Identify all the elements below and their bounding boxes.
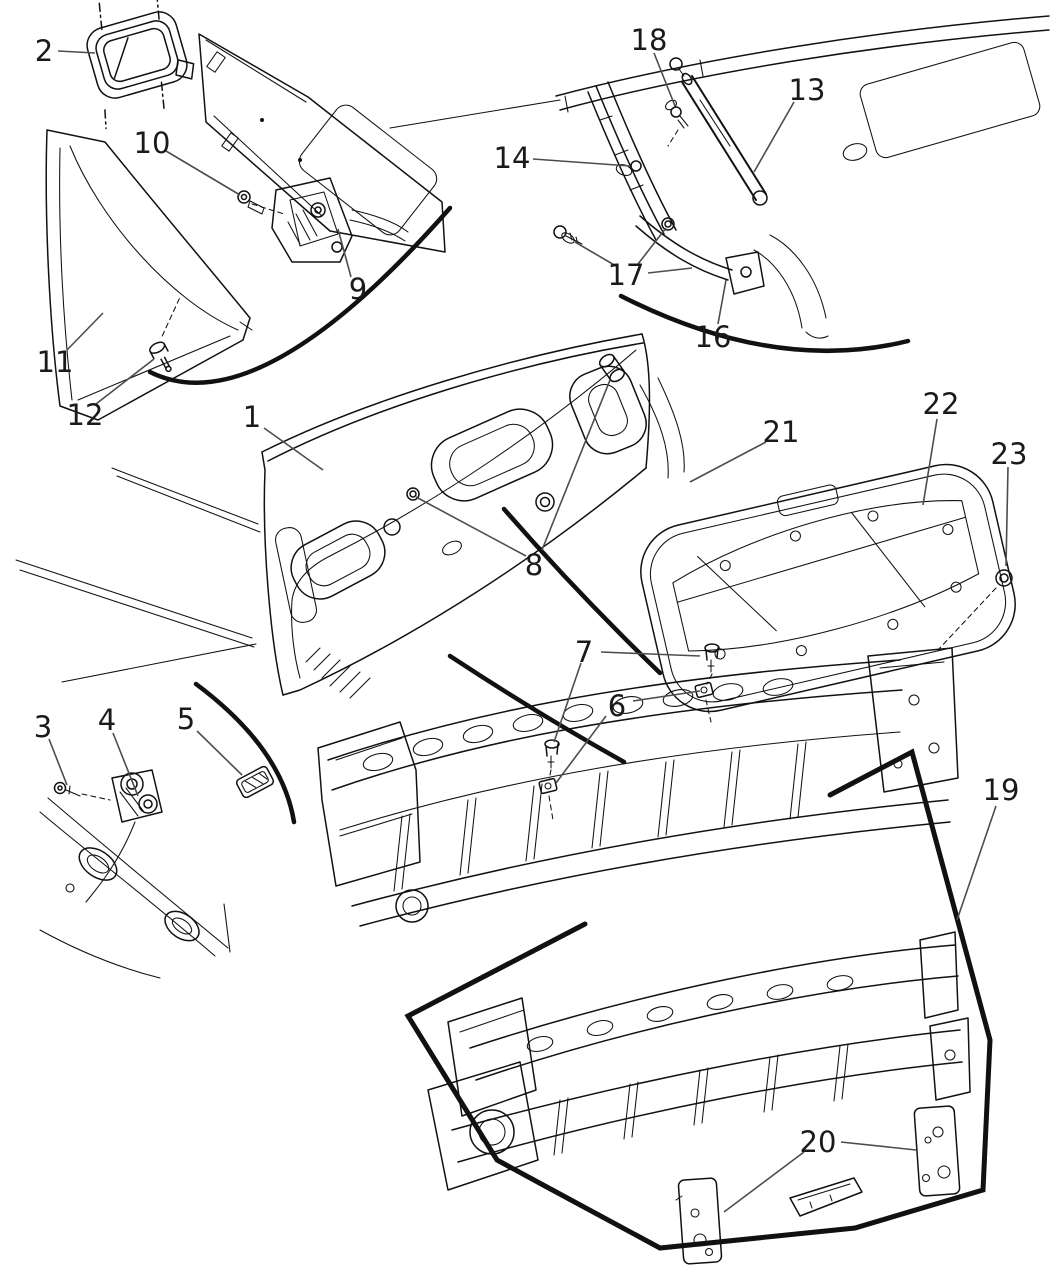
callout-leader-7 — [553, 662, 582, 743]
callout-leader-6 — [632, 690, 701, 702]
latch-bolt — [237, 190, 285, 215]
package-shelf-and-latch — [198, 33, 561, 263]
callout-21: 21 — [763, 415, 800, 449]
push-pin-12 — [149, 296, 181, 373]
latch-striker-4 — [85, 769, 163, 903]
callout-leader-1 — [263, 427, 324, 471]
rib-tabs-lower — [553, 1043, 849, 1156]
callout-6: 6 — [608, 689, 626, 723]
callout-2: 2 — [35, 34, 53, 68]
callout-7: 7 — [575, 635, 593, 669]
deck-lid-panel — [15, 333, 651, 699]
callout-leader-6 — [555, 715, 607, 784]
slot-row-lower — [526, 975, 854, 1053]
loose-plug-8 — [598, 353, 626, 383]
detail-arcs — [147, 205, 911, 825]
bezel-outer-ring — [86, 11, 188, 99]
stud-18 — [665, 99, 689, 147]
lower-panel-assembly — [404, 748, 993, 1265]
callout-leader-17 — [637, 227, 667, 265]
callout-9: 9 — [349, 272, 367, 306]
plug-hole-8 — [406, 487, 420, 501]
callout-leader-22 — [922, 418, 938, 506]
callout-23: 23 — [991, 437, 1028, 471]
callout-19: 19 — [983, 773, 1020, 807]
clip-6a — [694, 673, 714, 723]
callout-leader-9 — [337, 228, 352, 278]
push-pin-7a — [704, 643, 720, 673]
striker-screw-3 — [53, 781, 111, 801]
callout-4: 4 — [98, 703, 116, 737]
striker-cluster — [39, 765, 275, 979]
callout-leader-14 — [532, 158, 631, 167]
callout-20: 20 — [800, 1125, 837, 1159]
callout-leader-5 — [196, 730, 243, 776]
callout-1: 1 — [243, 400, 261, 434]
callout-22: 22 — [923, 387, 960, 421]
callout-leader-20 — [840, 1141, 917, 1151]
callout-leader-19 — [956, 805, 997, 921]
callout-leader-21 — [689, 441, 767, 483]
license-bezel-grommet — [86, 0, 195, 130]
callout-14: 14 — [494, 141, 531, 175]
callout-17: 17 — [608, 258, 645, 292]
callout-13: 13 — [789, 73, 826, 107]
deck-lid-latch — [271, 177, 409, 263]
callout-leader-16 — [717, 279, 727, 325]
callout-leader-8 — [415, 496, 527, 557]
trim-plug-23 — [937, 569, 1013, 651]
rib-tabs — [393, 741, 807, 892]
callout-leader-4 — [112, 732, 139, 797]
callout-3: 3 — [34, 710, 52, 744]
gas-prop-strut — [669, 57, 768, 206]
callout-5: 5 — [177, 702, 195, 736]
callout-leader-18 — [653, 52, 676, 107]
callout-10: 10 — [134, 126, 171, 160]
service-boundary-19 — [404, 748, 993, 1251]
callout-leader-20 — [723, 1151, 805, 1213]
callout-leader-3 — [48, 738, 68, 786]
wedge-5 — [235, 765, 275, 799]
callout-leader-17 — [574, 241, 617, 267]
callout-18: 18 — [631, 23, 668, 57]
hinge-and-strut-cluster — [553, 15, 1050, 339]
callout-leader-12 — [95, 358, 155, 405]
deck-lid-hinge — [587, 81, 765, 295]
trunk-trim-panel — [639, 377, 1016, 713]
callout-leader-10 — [165, 150, 241, 196]
callout-leader-17 — [647, 267, 693, 274]
callout-leader-2 — [57, 50, 96, 54]
rear-body-panel-upper — [317, 643, 959, 927]
callout-leader-13 — [753, 101, 795, 173]
slot-row — [362, 678, 794, 772]
callout-leader-7 — [600, 651, 701, 657]
splash-shield-panel — [45, 129, 253, 421]
clip-6b — [538, 769, 558, 821]
center-bracket — [789, 1177, 863, 1217]
callout-12: 12 — [67, 398, 104, 432]
reinforcement-plate-right — [913, 1105, 961, 1197]
callout-leader-8 — [541, 379, 611, 551]
callout-16: 16 — [695, 320, 732, 354]
callout-leader-23 — [1005, 466, 1009, 567]
callout-leader-11 — [66, 312, 104, 351]
reinforcement-plate-left — [675, 1177, 723, 1265]
hinge-bolt-17 — [553, 225, 583, 245]
push-pin-7b — [544, 739, 560, 769]
callout-11: 11 — [37, 345, 74, 379]
callout-8: 8 — [525, 548, 543, 582]
